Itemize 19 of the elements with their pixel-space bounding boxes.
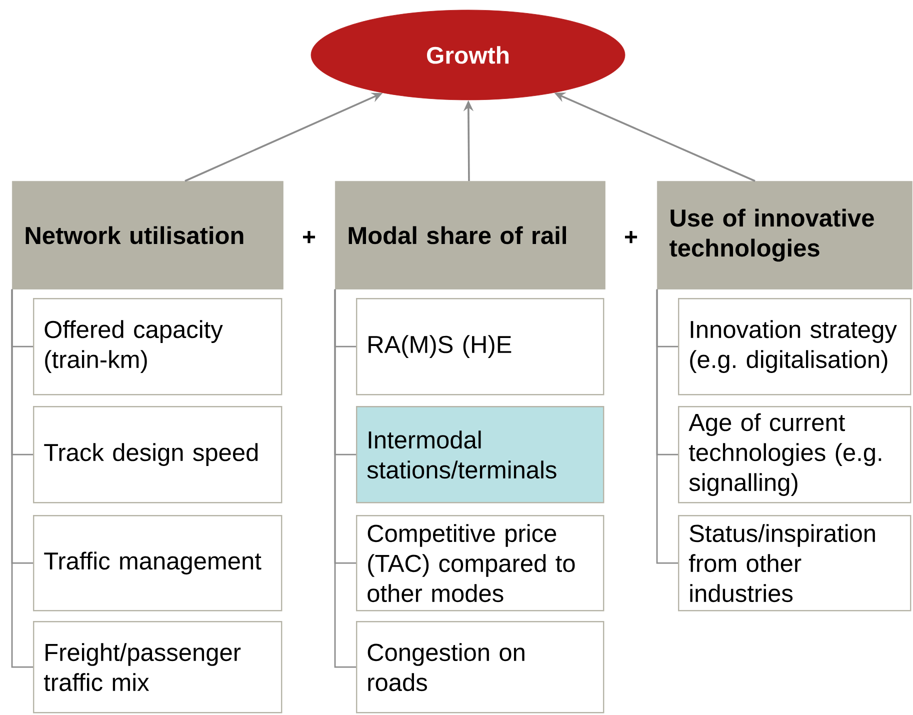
factor-box: Age of current technologies (e.g. signalling) [678,406,912,504]
factor-box: Track design speed [33,406,282,504]
category-header-box: Use of innovative technologies [657,181,912,290]
factor-box: Offered capacity (train-km) [33,298,282,396]
connector-line [11,289,33,668]
plus-sign: + [303,230,316,244]
factor-box: Traffic management [33,515,282,612]
category-header-box: Network utilisation [12,181,284,290]
factor-box: Intermodal stations/terminals [356,406,604,504]
factor-box: Congestion on roads [356,621,604,714]
factor-box: Competitive price (TAC) compared to other modes [356,515,604,612]
factor-box: Freight/passenger traffic mix [33,621,282,714]
category-header-box: Modal share of rail [335,181,606,290]
connector-line [334,289,356,668]
connector-line [656,289,678,564]
factor-box: Innovation strategy (e.g. digitalisation) [678,298,912,396]
factor-box: Status/inspiration from other industries [678,515,912,612]
factor-box: RA(M)S (H)E [356,298,604,396]
plus-sign: + [625,230,638,244]
